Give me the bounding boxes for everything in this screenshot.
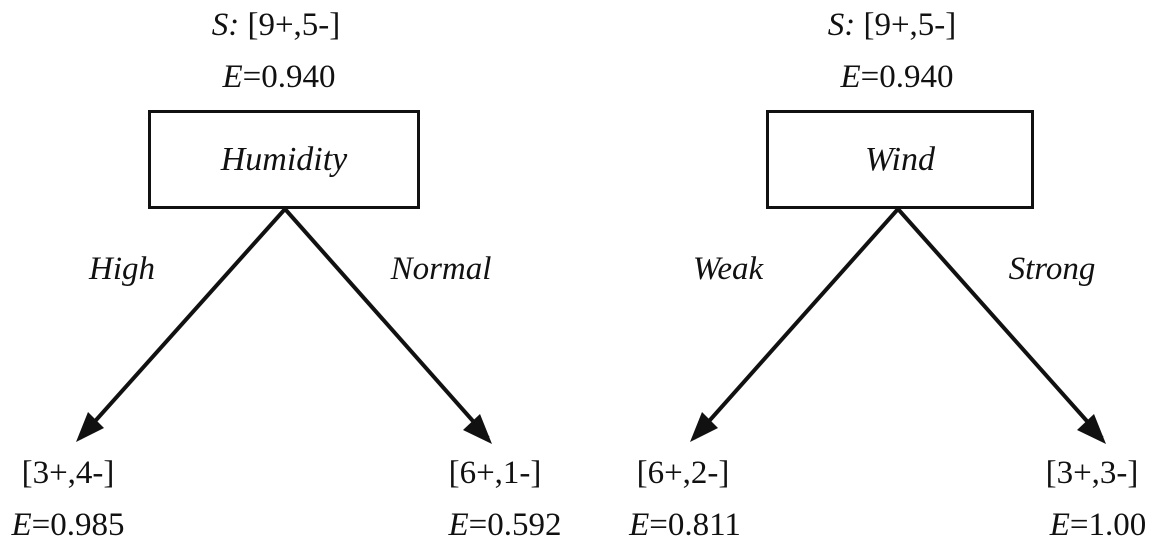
leaf-counts-normal: [6+,1-] (448, 455, 542, 491)
entropy-value: =0.940 (242, 59, 336, 95)
branch-arrow-normal (283, 207, 490, 440)
entropy-value: =1.00 (1069, 507, 1147, 543)
attribute-node-humidity: Humidity (148, 110, 420, 209)
root-counts: [9+,5-] (247, 7, 341, 43)
leaf-entropy-high: E=0.985 (11, 509, 124, 542)
entropy-symbol: E (840, 59, 861, 95)
entropy-symbol: E (11, 507, 32, 543)
leaf-counts-strong: [3+,3-] (1045, 455, 1139, 491)
branch-arrow-strong (896, 207, 1104, 440)
root-entropy: E=0.940 (222, 61, 335, 94)
root-sample-set: S: [9+,5-] (828, 9, 957, 42)
attribute-name: Humidity (220, 140, 348, 178)
entropy-symbol: E (222, 59, 243, 95)
s-symbol: S: (211, 7, 240, 43)
leaf-counts-high: [3+,4-] (21, 455, 115, 491)
branch-arrow-high (78, 207, 287, 440)
branch-label-high: High (89, 251, 155, 287)
attribute-name: Wind (865, 140, 935, 178)
branch-label-weak: Weak (692, 251, 764, 287)
entropy-value: =0.811 (649, 507, 741, 543)
s-symbol: S: (827, 7, 856, 43)
entropy-symbol: E (629, 507, 650, 543)
entropy-value: =0.985 (31, 507, 125, 543)
branch-label-normal: Normal (390, 251, 492, 287)
arrowhead-weak (690, 412, 718, 442)
leaf-entropy-strong: E=1.00 (1050, 509, 1147, 542)
arrowhead-strong (1077, 414, 1106, 444)
branch-label-strong: Strong (1008, 251, 1096, 287)
entropy-symbol: E (1049, 507, 1070, 543)
leaf-counts-weak: [6+,2-] (636, 455, 730, 491)
branch-arrow-weak (692, 207, 900, 440)
leaf-entropy-normal: E=0.592 (448, 509, 561, 542)
arrowhead-normal (463, 414, 492, 444)
entropy-value: =0.940 (860, 59, 954, 95)
leaf-entropy-weak: E=0.811 (629, 509, 741, 542)
arrowhead-high (76, 412, 104, 442)
entropy-value: =0.592 (468, 507, 562, 543)
root-counts: [9+,5-] (863, 7, 957, 43)
root-sample-set: S: [9+,5-] (212, 9, 341, 42)
root-entropy: E=0.940 (840, 61, 953, 94)
attribute-node-wind: Wind (766, 110, 1034, 209)
entropy-symbol: E (448, 507, 469, 543)
